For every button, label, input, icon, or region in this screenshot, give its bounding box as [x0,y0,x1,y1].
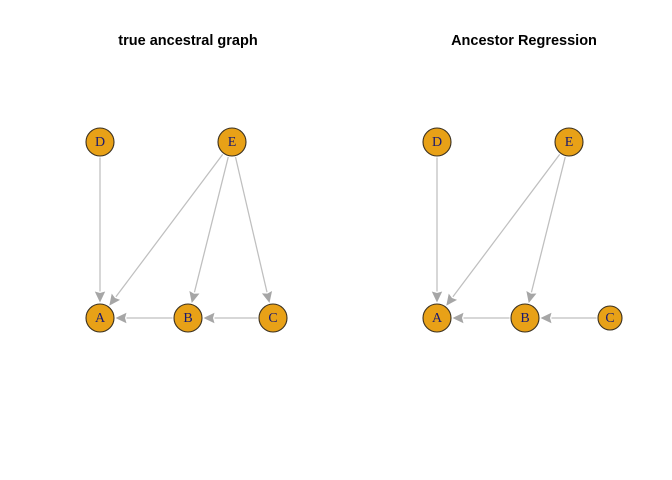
edge-C-to-B [203,312,258,324]
edge-D-to-A [431,157,443,303]
arrowhead-icon [446,293,458,306]
node-circle[interactable] [554,127,584,157]
edge-line [115,154,224,298]
node-C[interactable]: C [258,303,288,333]
node-D[interactable]: D [422,127,452,157]
node-layer: D E A B C [85,127,288,333]
node-circle[interactable] [85,303,115,333]
node-label: A [432,311,443,326]
node-E[interactable]: E [554,127,584,157]
edge-layer [94,154,273,324]
edge-C-to-B [540,312,597,324]
node-label: D [432,135,442,150]
panel-title: Ancestor Regression [451,33,597,49]
edge-line [530,156,566,293]
arrowhead-icon [109,293,121,306]
node-circle[interactable] [422,127,452,157]
node-E[interactable]: E [217,127,247,157]
node-label: E [228,135,237,150]
edge-E-to-B [189,156,229,303]
node-circle[interactable] [217,127,247,157]
node-label: D [95,135,105,150]
arrowhead-icon [540,312,552,324]
edge-layer [431,154,597,324]
arrowhead-icon [452,312,464,324]
node-label: E [565,135,574,150]
node-label: B [183,311,192,326]
arrowhead-icon [203,312,215,324]
edge-line [234,156,268,293]
arrowhead-icon [94,291,106,303]
edge-E-to-A [109,154,224,306]
node-label: A [95,311,106,326]
edge-E-to-A [446,154,561,306]
edge-line [452,154,561,298]
node-label: C [268,311,277,326]
node-circle[interactable] [422,303,452,333]
arrowhead-icon [189,291,200,303]
node-circle[interactable] [173,303,203,333]
arrowhead-icon [115,312,127,324]
node-B[interactable]: B [510,303,540,333]
node-A[interactable]: A [85,303,115,333]
node-circle[interactable] [510,303,540,333]
edge-E-to-C [234,156,273,303]
node-D[interactable]: D [85,127,115,157]
node-A[interactable]: A [422,303,452,333]
node-circle[interactable] [85,127,115,157]
node-label: C [605,311,614,326]
node-label: B [520,311,529,326]
node-circle[interactable] [597,305,623,331]
arrowhead-icon [526,291,537,303]
arrowhead-icon [261,291,273,303]
edge-E-to-B [526,156,566,303]
arrowhead-icon [431,291,443,303]
node-B[interactable]: B [173,303,203,333]
edge-D-to-A [94,157,106,303]
panel-title: true ancestral graph [118,33,257,49]
node-layer: D E A B C [422,127,623,333]
edge-line [193,156,229,293]
edge-B-to-A [452,312,510,324]
node-C[interactable]: C [597,305,623,331]
edge-B-to-A [115,312,173,324]
node-circle[interactable] [258,303,288,333]
